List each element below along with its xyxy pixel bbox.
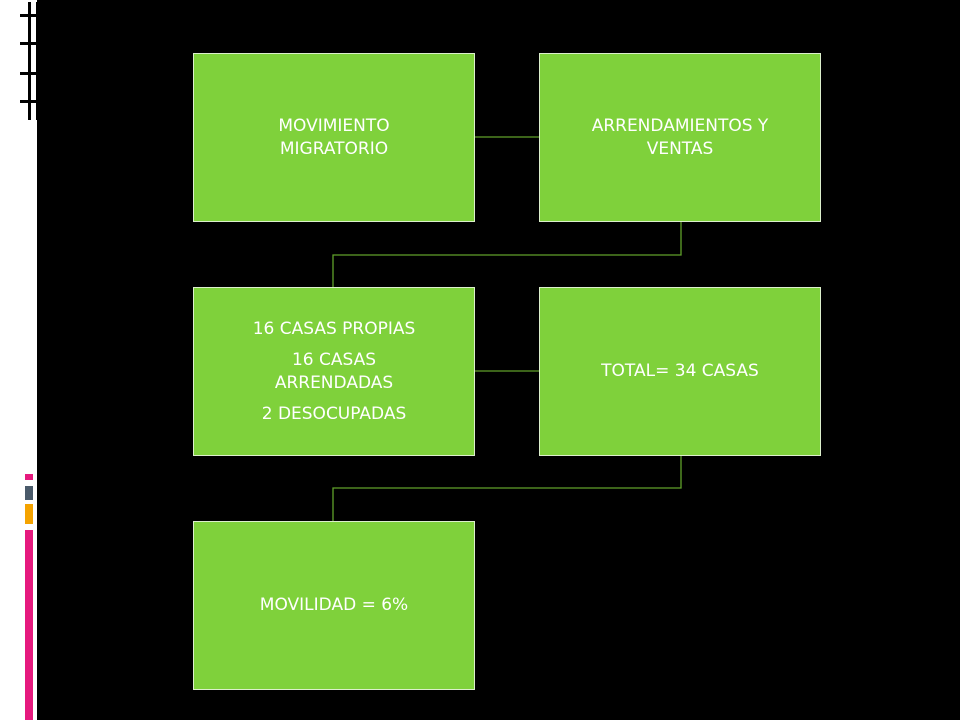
node-movimiento-migratorio: MOVIMIENTO MIGRATORIO [193,53,475,222]
node-text: MIGRATORIO [279,138,389,159]
node-arrendamientos-ventas: ARRENDAMIENTOS Y VENTAS [539,53,821,222]
node-movilidad: MOVILIDAD = 6% [193,521,475,690]
node-text: 2 DESOCUPADAS [261,403,407,424]
node-text: VENTAS [646,138,714,159]
connector-arrendamientos-casas [332,221,682,287]
connector-total-movilidad [332,455,682,521]
node-text: ARRENDAMIENTOS Y [591,115,769,136]
grid-lines-decoration [10,2,46,120]
node-text: TOTAL= 34 CASAS [601,361,759,381]
node-total-casas: TOTAL= 34 CASAS [539,287,821,456]
color-bars-decoration [25,474,33,720]
node-casas: 16 CASAS PROPIAS 16 CASAS ARRENDADAS 2 D… [193,287,475,456]
node-text: MOVIMIENTO [278,115,390,136]
node-text: MOVILIDAD = 6% [259,595,409,615]
node-text: 16 CASAS PROPIAS [252,318,416,339]
node-text: ARRENDADAS [274,372,394,393]
node-text: 16 CASAS [291,349,377,370]
